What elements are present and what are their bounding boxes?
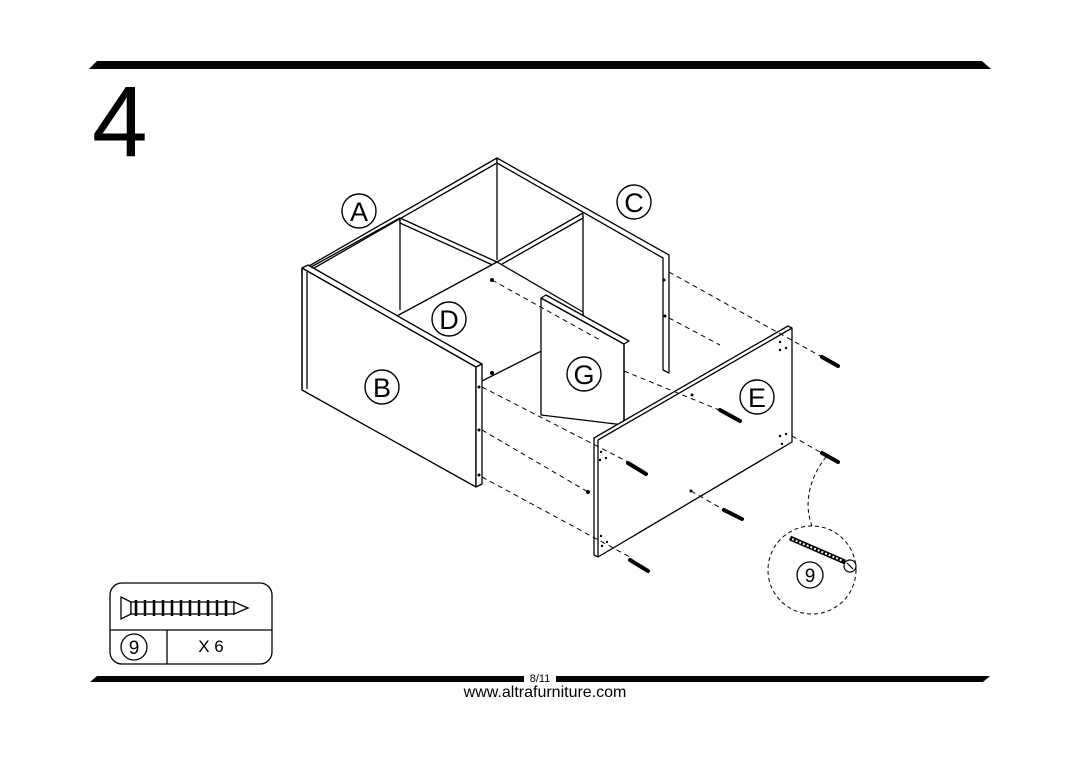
screws xyxy=(626,355,840,573)
panel-e xyxy=(593,325,793,558)
screw-detail-callout xyxy=(767,456,857,615)
alignment-lines xyxy=(481,271,823,558)
footer-rule-left xyxy=(90,676,524,682)
label-e: E xyxy=(748,383,766,413)
label-c: C xyxy=(624,188,644,218)
step-number: 4 xyxy=(92,66,148,178)
panel-d-divider xyxy=(399,212,584,268)
label-b: B xyxy=(373,373,391,403)
detail-number: 9 xyxy=(805,566,816,587)
legend-quantity: X 6 xyxy=(198,637,224,656)
header-rule xyxy=(89,61,991,69)
page-number: 8/11 xyxy=(525,672,555,686)
footer-rule-right xyxy=(556,676,990,682)
label-g: G xyxy=(573,360,594,390)
website-link[interactable]: www.altrafurniture.com xyxy=(463,684,627,701)
label-a: A xyxy=(350,197,368,227)
detail-number-circle xyxy=(796,561,824,589)
part-label-circles xyxy=(341,184,775,415)
screw-icon xyxy=(120,595,250,621)
hardware-legend xyxy=(109,582,273,665)
hole-dots xyxy=(477,278,788,548)
cabinet-assembly xyxy=(301,157,793,558)
legend-part-number: 9 xyxy=(129,638,140,659)
detail-screw-icon xyxy=(789,535,857,573)
label-d: D xyxy=(439,305,459,335)
